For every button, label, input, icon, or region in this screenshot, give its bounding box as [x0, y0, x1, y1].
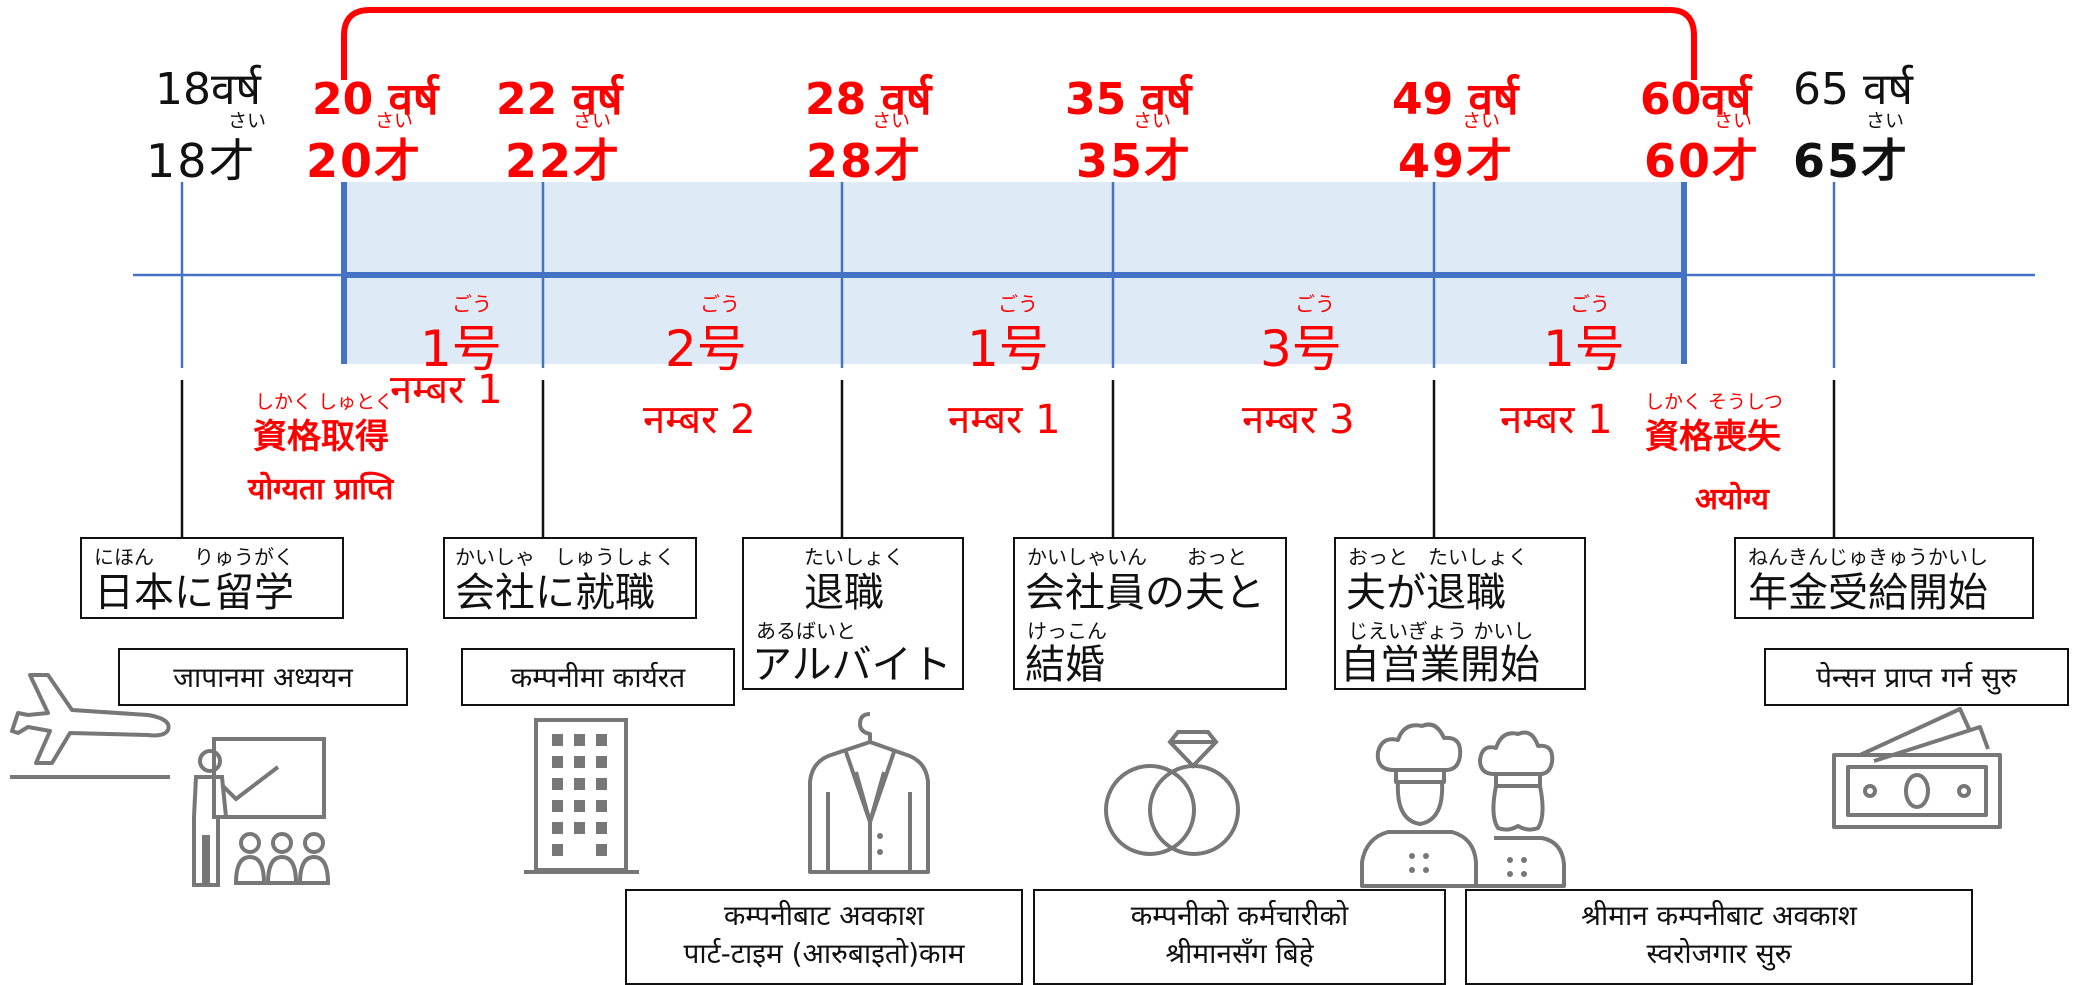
segment-number-np: नम्बर 3 [1242, 397, 1355, 443]
event-box-study: にほん りゅうがく 日本に留学 [80, 537, 344, 619]
segment-gou: 1号 [967, 320, 1049, 378]
age-label-np: 28 वर्ष [805, 74, 932, 125]
event-text: 年金受給開始 [1748, 570, 1988, 616]
event-ruby: ねんきんじゅきゅうかいし [1748, 545, 1988, 569]
event-box-retire-parttime: たいしょく 退職 あるばいと アルバイト [742, 537, 964, 690]
event-np-pension: पेन्सन प्राप्त गर्न सुरु [1764, 648, 2069, 706]
event-box-pension: ねんきんじゅきゅうかいし 年金受給開始 [1734, 537, 2034, 619]
age-label-np: 22 वर्ष [496, 74, 623, 125]
segment-ruby: ごう [998, 292, 1038, 316]
age-label-jp: 65才 [1793, 134, 1910, 188]
segment-gou: 2号 [665, 320, 747, 378]
age-ruby: さい [872, 110, 911, 132]
segment-ruby: ごう [1295, 292, 1335, 316]
segment-number-np: नम्बर 1 [948, 397, 1061, 443]
age-label-np: 18वर्ष [155, 64, 261, 115]
event-np-retire-parttime: कम्पनीबाट अवकाश पार्ट-टाइम (आरुबाइतो)काम [625, 889, 1023, 985]
event-np-line: पार्ट-टाइम (आरुबाइतो)काम [683, 937, 965, 970]
age-label-np: 35 वर्ष [1065, 74, 1192, 125]
airplane-icon [10, 673, 171, 779]
event-text: 会社に就職 [455, 570, 655, 616]
insured-period-bracket [341, 7, 1697, 80]
segment-gou: 1号 [420, 320, 502, 378]
event-text: 夫が退職 [1346, 570, 1506, 616]
age-label-jp: 18才 [146, 134, 257, 188]
acquire-label-np: योग्यता प्राप्ति [248, 472, 394, 507]
age-label-np: 49 वर्ष [1392, 74, 1519, 125]
event-np-study: जापानमा अध्ययन [118, 648, 408, 706]
lose-ruby: しかく そうしつ [1645, 391, 1783, 413]
event-np-line: कम्पनीको कर्मचारीको [1130, 899, 1349, 932]
event-ruby: けっこん [1027, 619, 1107, 643]
age-label-np: 20 वर्ष [312, 74, 439, 125]
age-label-np: 60वर्ष [1640, 74, 1752, 125]
event-text: 退職 [804, 570, 884, 616]
segment-number-np: नम्बर 2 [643, 397, 756, 443]
rings-icon [1104, 730, 1240, 856]
age-label-jp: 20才 [306, 134, 423, 188]
event-text: 日本に留学 [94, 570, 294, 616]
age-ruby: さい [228, 110, 267, 132]
segment-number-np: नम्बर 1 [390, 367, 503, 413]
event-text: 結婚 [1025, 642, 1105, 688]
lose-label-np: अयोग्य [1695, 482, 1769, 517]
segment-gou: 1号 [1543, 320, 1625, 378]
event-np-self-employment: श्रीमान कम्पनीबाट अवकाश स्वरोजगार सुरु [1465, 889, 1973, 985]
event-np-line: स्वरोजगार सुरु [1646, 937, 1792, 970]
event-text: 会社員の夫と [1025, 570, 1265, 616]
age-label-np: 65 वर्ष [1793, 64, 1913, 115]
age-ruby: さい [1462, 110, 1501, 132]
age-ruby: さい [573, 110, 612, 132]
segment-gou: 3号 [1260, 320, 1342, 378]
segment-number-np: नम्बर 1 [1500, 397, 1613, 443]
event-ruby: じえいぎょう かいし [1348, 619, 1534, 643]
lose-label-jp: 資格喪失 [1645, 417, 1781, 457]
event-box-marriage: かいしゃいん おっと 会社員の夫と けっこん 結婚 [1013, 537, 1287, 690]
event-np-employment: कम्पनीमा कार्यरत [461, 648, 735, 706]
event-ruby: たいしょく [804, 545, 904, 569]
event-ruby: かいしゃいん おっと [1027, 545, 1247, 569]
money-icon [1832, 707, 2002, 829]
event-ruby: おっと たいしょく [1348, 545, 1528, 569]
event-np-line: कम्पनीबाट अवकाश [723, 899, 925, 932]
event-ruby: かいしゃ しゅうしょく [455, 545, 675, 569]
chef-icon [1360, 722, 1566, 888]
age-ruby: さい [1133, 110, 1172, 132]
event-box-employment: かいしゃ しゅうしょく 会社に就職 [443, 537, 697, 619]
teacher-icon [192, 737, 331, 887]
event-np-marriage: कम्पनीको कर्मचारीको श्रीमानसँग बिहे [1033, 889, 1446, 985]
event-text: アルバイト [752, 642, 952, 688]
event-text: 自営業開始 [1340, 642, 1540, 688]
event-ruby: あるばいと [756, 619, 856, 643]
acquire-label-jp: 資格取得 [253, 417, 389, 457]
age-ruby: さい [1714, 110, 1753, 132]
age-label-jp: 60才 [1644, 134, 1761, 188]
building-icon [524, 718, 639, 874]
event-ruby: にほん りゅうがく [94, 545, 294, 569]
age-label-jp: 35才 [1076, 134, 1193, 188]
event-np-line: श्रीमानसँग बिहे [1165, 937, 1314, 970]
segment-ruby: ごう [1570, 292, 1610, 316]
segment-ruby: ごう [700, 292, 740, 316]
event-box-self-employment: おっと たいしょく 夫が退職 じえいぎょう かいし 自営業開始 [1334, 537, 1586, 690]
age-ruby: さい [1866, 110, 1905, 132]
age-ruby: さい [375, 110, 414, 132]
age-label-jp: 22才 [505, 134, 622, 188]
event-np-line: श्रीमान कम्पनीबाट अवकाश [1581, 899, 1857, 932]
suit-icon [808, 712, 930, 874]
segment-ruby: ごう [452, 292, 492, 316]
age-label-jp: 28才 [806, 134, 923, 188]
age-label-jp: 49才 [1398, 134, 1515, 188]
acquire-ruby: しかく しゅとく [255, 391, 394, 413]
